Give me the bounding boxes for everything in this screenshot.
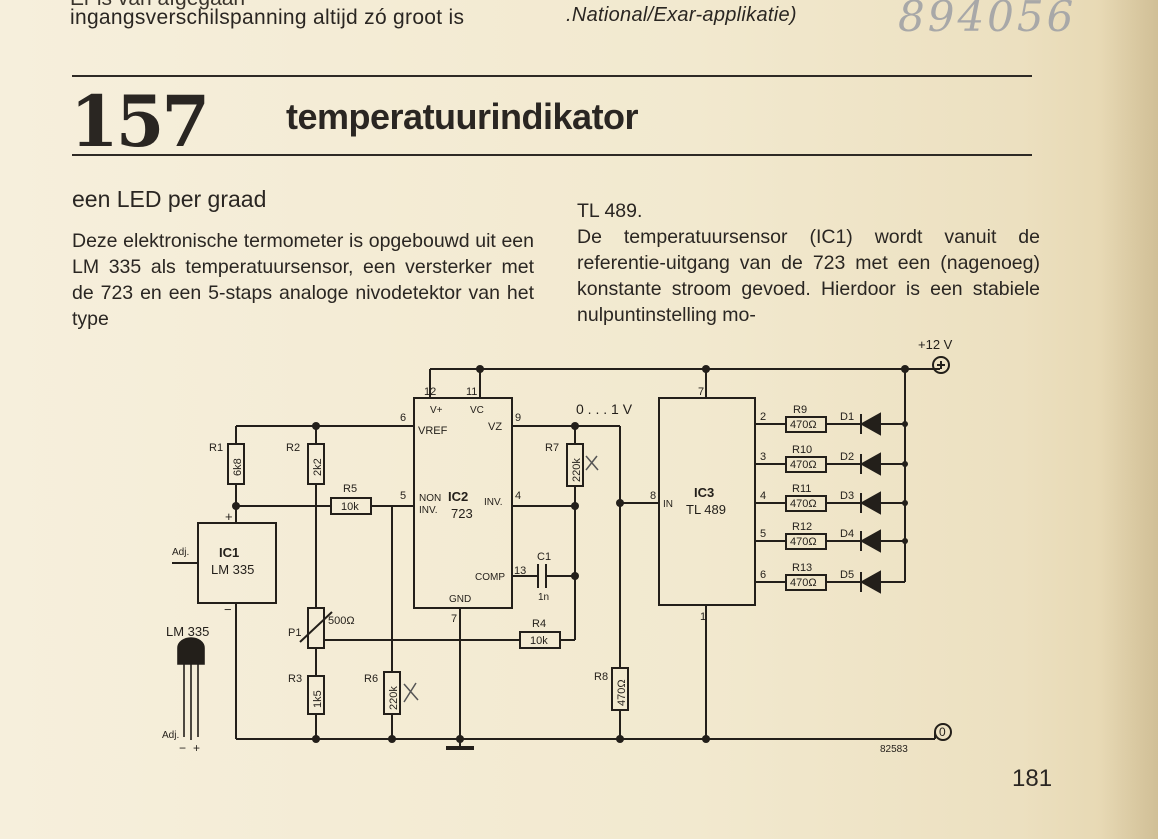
body-text-left-column: Deze elektronische termometer is opgebou… xyxy=(72,230,534,330)
pin-6: 6 xyxy=(400,412,406,424)
ic1-adj: Adj. xyxy=(172,547,189,558)
voltage-range-label: 0 . . . 1 V xyxy=(576,401,633,417)
previous-article-line: ingangsverschilspanning altijd zó groot … xyxy=(70,6,465,29)
ic3-pin-5: 5 xyxy=(760,528,766,540)
r7-value: 220k xyxy=(571,458,583,482)
pin-4: 4 xyxy=(515,490,521,502)
header-rule-top xyxy=(72,75,1032,77)
ic3-pin-6: 6 xyxy=(760,569,766,581)
ic3-pin-1: 1 xyxy=(700,611,706,623)
ic2-box xyxy=(413,397,513,609)
ic3-pin-2: 2 xyxy=(760,411,766,423)
r7-ref: R7 xyxy=(545,442,559,454)
r4-value: 10k xyxy=(530,635,548,647)
ic3-part: TL 489 xyxy=(686,502,726,517)
r10-ref: R10 xyxy=(792,444,812,456)
supply-label: +12 V xyxy=(918,337,953,352)
pin-11: 11 xyxy=(466,386,477,398)
article-subtitle: een LED per graad xyxy=(72,186,267,212)
r10-value: 470Ω xyxy=(790,459,817,471)
r11-ref: R11 xyxy=(792,483,811,495)
r13-ref: R13 xyxy=(792,562,812,574)
ic2-noninv-1: NON xyxy=(419,493,441,504)
ic2-vz: VZ xyxy=(488,421,502,433)
r9-value: 470Ω xyxy=(790,419,817,431)
r6-ref: R6 xyxy=(364,673,378,685)
r5-value: 10k xyxy=(341,501,359,513)
ic3-pin-8: 8 xyxy=(650,490,656,502)
body-text-right-column: TL 489. De temperatuursensor (IC1) wordt… xyxy=(577,200,1040,326)
led-d1: D1 xyxy=(840,411,854,423)
r11-value: 470Ω xyxy=(790,498,817,510)
r1-ref: R1 xyxy=(209,442,223,454)
ic2-noninv-2: INV. xyxy=(419,505,438,516)
r3-ref: R3 xyxy=(288,673,302,685)
led-d5: D5 xyxy=(840,569,854,581)
r8-value: 470Ω xyxy=(616,679,628,706)
ic3-pin-7: 7 xyxy=(698,386,704,398)
r3-value: 1k5 xyxy=(312,690,324,708)
header-rule-bottom xyxy=(72,154,1032,156)
pin-9: 9 xyxy=(515,412,521,424)
lm335-package-drawing xyxy=(177,637,205,740)
r4-ref: R4 xyxy=(532,618,546,630)
r9-ref: R9 xyxy=(793,404,807,416)
ic2-vc: VC xyxy=(470,405,484,416)
r2-ref: R2 xyxy=(286,442,300,454)
led-d4: D4 xyxy=(840,528,854,540)
ic2-ref: IC2 xyxy=(448,489,468,504)
ic1-part: LM 335 xyxy=(211,562,254,577)
r5-ref: R5 xyxy=(343,483,357,495)
led-ladder xyxy=(755,416,860,591)
supply-terminal xyxy=(932,356,950,374)
package-minus: − xyxy=(179,741,186,755)
ic3-ref: IC3 xyxy=(694,485,714,500)
ic1-plus: + xyxy=(225,509,233,524)
ic2-comp: COMP xyxy=(475,572,505,583)
ic1-ref: IC1 xyxy=(219,545,239,560)
r2-value: 2k2 xyxy=(312,458,324,476)
pin-5: 5 xyxy=(400,490,406,502)
r8-ref: R8 xyxy=(594,671,608,683)
ic2-gnd: GND xyxy=(449,594,471,605)
source-note: .National/Exar-applikatie) xyxy=(566,4,797,26)
ic2-vref: VREF xyxy=(418,425,448,437)
r12-ref: R12 xyxy=(792,521,812,533)
ic2-vplus: V+ xyxy=(430,405,443,416)
r13-value: 470Ω xyxy=(790,577,817,589)
ic3-pin-3: 3 xyxy=(760,451,766,463)
ic2-inv: INV. xyxy=(484,497,503,508)
c1-ref: C1 xyxy=(537,551,551,563)
package-plus: + xyxy=(193,741,200,755)
ic3-in: IN xyxy=(663,499,673,510)
article-title: temperatuurindikator xyxy=(286,96,639,137)
led-d3: D3 xyxy=(840,490,854,502)
book-spine-shadow xyxy=(1100,0,1158,839)
page-number: 181 xyxy=(1012,765,1053,792)
r6-value: 220k xyxy=(388,686,400,710)
ground-label: 0 xyxy=(939,725,946,739)
ic1-minus: − xyxy=(224,602,232,617)
previous-article-fragment: Er is van afgegaan xyxy=(70,0,245,11)
p1-value: 500Ω xyxy=(328,615,355,627)
led-d2: D2 xyxy=(840,451,854,463)
figure-id: 82583 xyxy=(880,744,908,755)
package-label: LM 335 xyxy=(166,624,209,639)
pin-12: 12 xyxy=(424,386,436,398)
p1-ref: P1 xyxy=(288,627,301,639)
pin-13: 13 xyxy=(514,565,526,577)
c1-value: 1n xyxy=(538,592,549,603)
ic3-pin-4: 4 xyxy=(760,490,766,502)
article-number: 157 xyxy=(70,80,210,163)
pin-7: 7 xyxy=(451,613,457,625)
ic2-part: 723 xyxy=(451,506,473,521)
r1-value: 6k8 xyxy=(232,458,244,476)
r12-value: 470Ω xyxy=(790,536,817,548)
package-adj: Adj. xyxy=(162,730,179,741)
handwritten-number: 894056 xyxy=(898,0,1077,41)
